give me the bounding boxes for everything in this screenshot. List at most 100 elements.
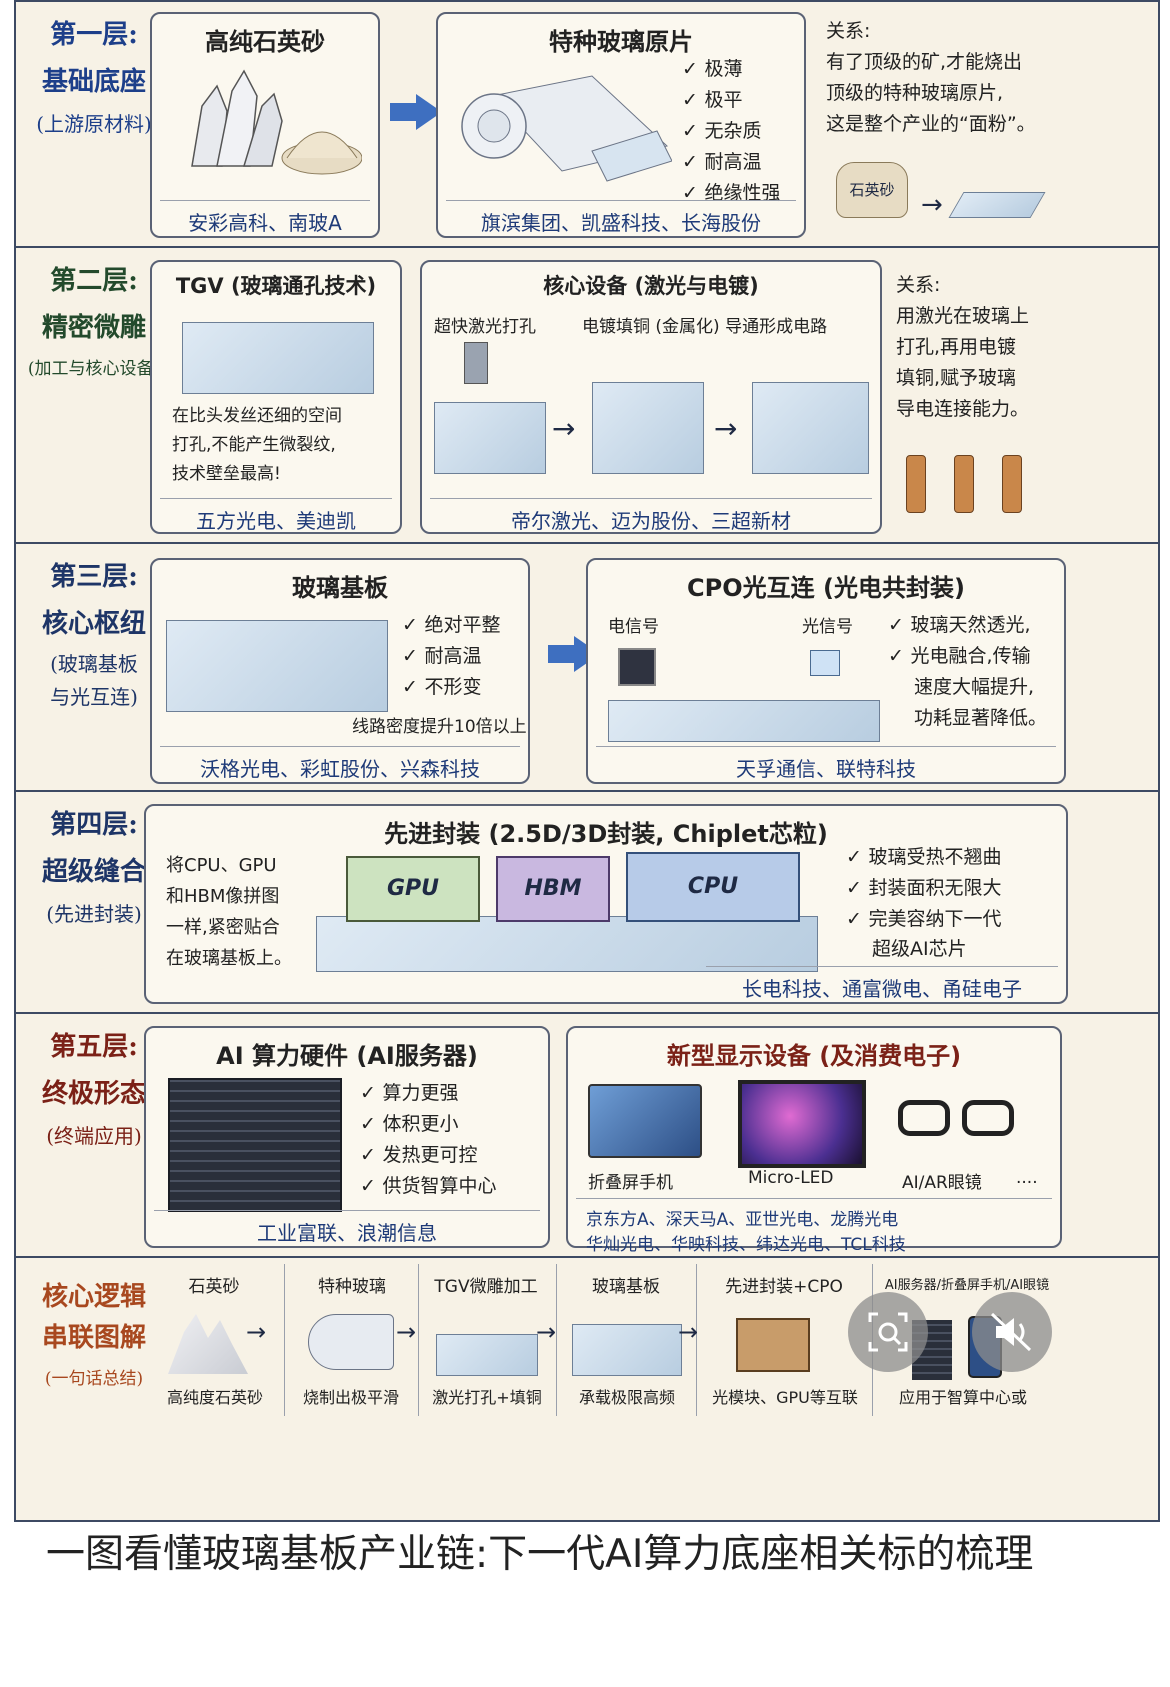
quartz-crystal-icon bbox=[191, 69, 362, 175]
package-chip-icon bbox=[736, 1318, 810, 1372]
check-item: 绝对平整 bbox=[402, 610, 501, 641]
box-title: 新型显示设备 (及消费电子) bbox=[666, 1042, 962, 1070]
box-title: AI 算力硬件 (AI服务器) bbox=[216, 1042, 478, 1070]
ar-glasses-icon bbox=[898, 1100, 1028, 1140]
flow-step: 特种玻璃 烧制出极平滑 bbox=[284, 1264, 419, 1416]
check-item: 极薄 bbox=[682, 54, 781, 85]
layer-subtitle: (先进封装) bbox=[46, 902, 142, 926]
layer-number: 第三层: bbox=[50, 562, 138, 592]
relation-heading: 关系: bbox=[896, 274, 941, 296]
glass-roll-icon bbox=[308, 1314, 394, 1370]
arrow-icon: → bbox=[552, 412, 576, 445]
mute-button[interactable] bbox=[972, 1292, 1052, 1372]
mute-icon bbox=[990, 1312, 1032, 1352]
box-title: 高纯石英砂 bbox=[205, 28, 325, 56]
relation-line: 导电连接能力。 bbox=[896, 398, 1030, 420]
box-title: 玻璃基板 bbox=[292, 574, 388, 602]
packaging-description: 将CPU、GPU 和HBM像拼图 一样,紧密贴合 在玻璃基板上。 bbox=[166, 855, 292, 969]
foldable-phone-icon bbox=[588, 1084, 702, 1158]
flow-step-caption: 承载极限高频 bbox=[578, 1388, 675, 1407]
layer-subtitle: (加工与核心设备) bbox=[27, 359, 161, 379]
optical-signal-label: 光信号 bbox=[802, 617, 853, 637]
flow-step: TGV微雕加工 激光打孔+填铜 bbox=[418, 1264, 557, 1416]
layer-1: 第一层: 基础底座 (上游原材料) 高纯石英砂 安彩高科、南玻A 特种玻璃原片 bbox=[16, 2, 1158, 248]
companies: 天孚通信、联特科技 bbox=[596, 746, 1056, 782]
laser-icon bbox=[464, 342, 488, 384]
check-item: 发热更可控 bbox=[360, 1140, 497, 1171]
flow-step-label: 特种玻璃 bbox=[318, 1277, 386, 1297]
chip-icon bbox=[618, 648, 656, 686]
gpu-chip: GPU bbox=[346, 856, 480, 922]
density-note: 线路密度提升10倍以上 bbox=[352, 717, 527, 737]
glass-substrate-icon bbox=[316, 916, 818, 972]
glass-substrate-icon bbox=[166, 620, 388, 712]
flow-step-caption: 烧制出极平滑 bbox=[302, 1388, 399, 1407]
check-continuation: 超级AI芯片 bbox=[872, 938, 967, 960]
glass-roll-icon bbox=[461, 75, 672, 182]
relation-line: 打孔,再用电镀 bbox=[896, 336, 1017, 358]
layer-name: 超级缝合 bbox=[41, 857, 146, 887]
flow-title-line: 核心逻辑 bbox=[41, 1282, 146, 1312]
sand-bag-icon: 石英砂 bbox=[836, 162, 908, 218]
micro-led-icon bbox=[738, 1080, 866, 1168]
device-label: Micro-LED bbox=[748, 1168, 834, 1188]
equipment-box: 核心设备 (激光与电镀) 超快激光打孔 电镀填铜 (金属化) 导通形成电路 → … bbox=[420, 260, 882, 534]
flow-step: 先进封装+CPO 光模块、GPU等互联 bbox=[696, 1264, 873, 1416]
flow-arrow-icon: → bbox=[536, 1318, 557, 1346]
layer-name: 终极形态 bbox=[41, 1079, 146, 1109]
layer-name: 基础底座 bbox=[41, 67, 146, 97]
box-title: CPO光互连 (光电共封装) bbox=[687, 574, 965, 602]
check-item: 无杂质 bbox=[682, 116, 781, 147]
companies: 旗滨集团、凯盛科技、长海股份 bbox=[446, 200, 796, 236]
flow-arrow-icon: → bbox=[396, 1318, 417, 1346]
layer-number: 第五层: bbox=[50, 1032, 138, 1062]
plating-label: 电镀填铜 (金属化) 导通形成电路 bbox=[582, 317, 828, 337]
layer-name: 核心枢纽 bbox=[41, 609, 146, 639]
companies: 长电科技、通富微电、甬硅电子 bbox=[706, 966, 1058, 1002]
ai-hardware-box: AI 算力硬件 (AI服务器) 算力更强 体积更小 发热更可控 供货智算中心 工… bbox=[144, 1026, 550, 1248]
layer-subtitle: 与光互连) bbox=[50, 685, 138, 709]
flow-step-label: AI服务器/折叠屏手机/AI眼镜 bbox=[884, 1278, 1050, 1293]
quartz-sand-box: 高纯石英砂 安彩高科、南玻A bbox=[150, 12, 380, 238]
check-item: 光电融合,传输 bbox=[888, 641, 1031, 672]
tgv-description: 在比头发丝还细的空间 打孔,不能产生微裂纹, 技术壁垒最高! bbox=[172, 406, 342, 484]
device-label: AI/AR眼镜 bbox=[902, 1173, 982, 1193]
flow-step-label: TGV微雕加工 bbox=[434, 1277, 538, 1297]
layer-name: 精密微雕 bbox=[41, 313, 146, 343]
relation-line: 填铜,赋予玻璃 bbox=[896, 367, 1017, 389]
layer-number: 第四层: bbox=[50, 810, 138, 840]
image-search-button[interactable] bbox=[848, 1292, 928, 1372]
glass-block-icon bbox=[182, 322, 374, 394]
relation-line: 有了顶级的矿,才能烧出 bbox=[826, 51, 1023, 73]
layer-subtitle: (上游原材料) bbox=[36, 112, 152, 136]
hbm-chip: HBM bbox=[496, 856, 610, 922]
flow-title: 核心逻辑 串联图解 (一句话总结) bbox=[24, 1258, 164, 1389]
quartz-crystal-icon bbox=[168, 1314, 248, 1374]
layer-subtitle: (玻璃基板 bbox=[50, 652, 138, 676]
checklist: 绝对平整 耐高温 不形变 bbox=[402, 610, 501, 703]
device-label: .... bbox=[1016, 1168, 1038, 1188]
scan-icon bbox=[868, 1312, 908, 1352]
display-devices-box: 新型显示设备 (及消费电子) 折叠屏手机 Micro-LED AI/AR眼镜 .… bbox=[566, 1026, 1062, 1255]
flow-step-caption: 激光打孔+填铜 bbox=[432, 1388, 542, 1407]
layer-1-relation: 关系: 有了顶级的矿,才能烧出 顶级的特种玻璃原片, 这是整个产业的“面粉”。 … bbox=[826, 16, 1156, 220]
checklist: 算力更强 体积更小 发热更可控 供货智算中心 bbox=[360, 1078, 497, 1202]
box-title: 核心设备 (激光与电镀) bbox=[543, 274, 759, 298]
flow-title-line: 串联图解 bbox=[41, 1323, 146, 1353]
special-glass-box: 特种玻璃原片 极薄 极平 无杂质 耐高温 绝缘性强 旗滨集团、凯盛科技、长海股份 bbox=[436, 12, 806, 238]
tgv-box: TGV (玻璃通孔技术) 在比头发丝还细的空间 打孔,不能产生微裂纹, 技术壁垒… bbox=[150, 260, 402, 534]
glass-block-icon bbox=[592, 382, 704, 474]
arrow-icon: → bbox=[714, 412, 738, 445]
flow-step: 石英砂 高纯度石英砂 bbox=[144, 1264, 285, 1416]
flow-step: 玻璃基板 承载极限高频 bbox=[556, 1264, 697, 1416]
layer-3-title: 第三层: 核心枢纽 (玻璃基板 与光互连) bbox=[24, 544, 164, 710]
layer-5-title: 第五层: 终极形态 (终端应用) bbox=[24, 1014, 164, 1149]
flow-subtitle: (一句话总结) bbox=[44, 1369, 144, 1389]
check-item: 体积更小 bbox=[360, 1109, 497, 1140]
box-title: 特种玻璃原片 bbox=[549, 28, 693, 56]
companies: 京东方A、深天马A、亚世光电、龙腾光电 华灿光电、华映科技、纬达光电、TCL科技 bbox=[576, 1198, 1052, 1255]
check-item: 不形变 bbox=[402, 672, 501, 703]
layer-2: 第二层: 精密微雕 (加工与核心设备) TGV (玻璃通孔技术) 在比头发丝还细… bbox=[16, 248, 1158, 544]
check-item: 完美容纳下一代 bbox=[846, 904, 1002, 935]
checklist: 玻璃天然透光, 光电融合,传输 bbox=[888, 610, 1031, 672]
